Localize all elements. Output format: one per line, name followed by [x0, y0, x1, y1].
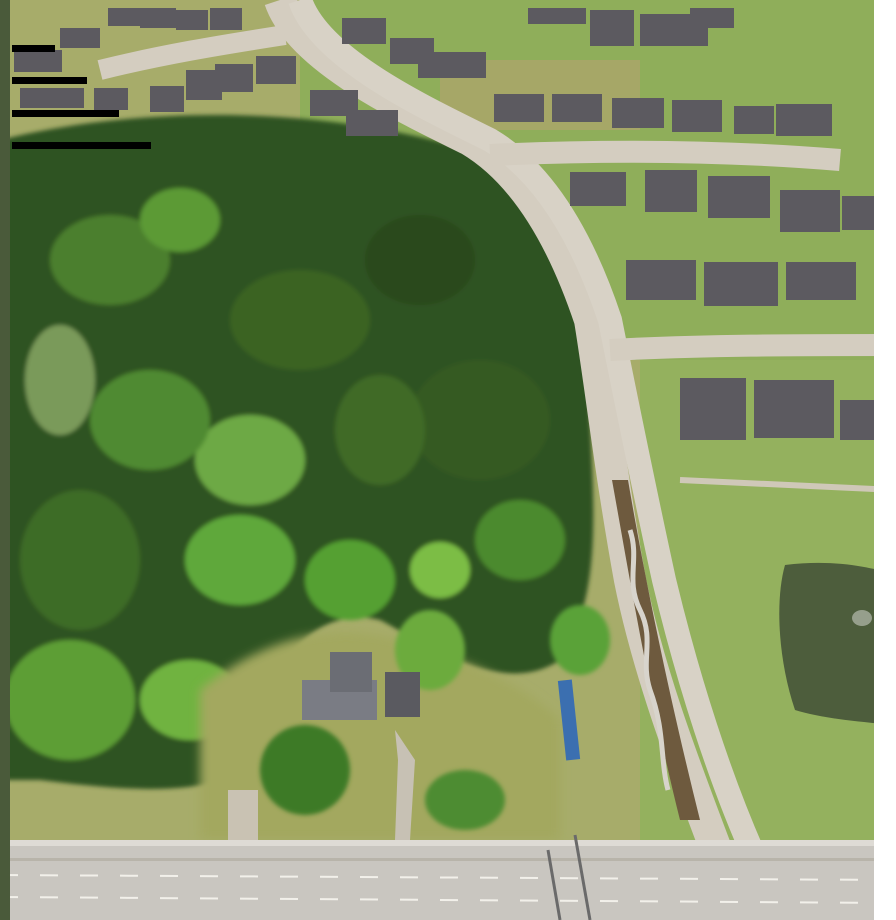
redaction-bar	[12, 77, 87, 84]
sidewalk	[679, 477, 896, 493]
driveway	[395, 730, 415, 840]
subdivision-road	[288, 0, 767, 865]
driveway	[228, 790, 258, 840]
clearing-trees	[260, 605, 610, 830]
pond	[779, 562, 896, 725]
building-roof	[330, 652, 372, 692]
cross-street	[97, 25, 287, 80]
pond-fountain	[852, 610, 872, 626]
right-margin	[874, 0, 896, 920]
walking-path	[627, 529, 671, 791]
left-edge-strip	[0, 0, 10, 920]
lane-markings	[0, 874, 896, 904]
cross-street	[609, 334, 896, 361]
light-pole	[546, 849, 562, 920]
redaction-bar	[12, 110, 119, 117]
highway-median-strip	[0, 858, 896, 861]
redaction-bar	[12, 142, 151, 149]
redaction-bar	[12, 45, 55, 52]
building-roof	[385, 672, 420, 717]
highway	[0, 840, 896, 920]
houses	[14, 8, 890, 440]
light-pole	[573, 834, 592, 920]
entrance-sign	[557, 679, 581, 761]
cross-street	[489, 140, 841, 171]
highway-shoulder	[0, 840, 896, 846]
